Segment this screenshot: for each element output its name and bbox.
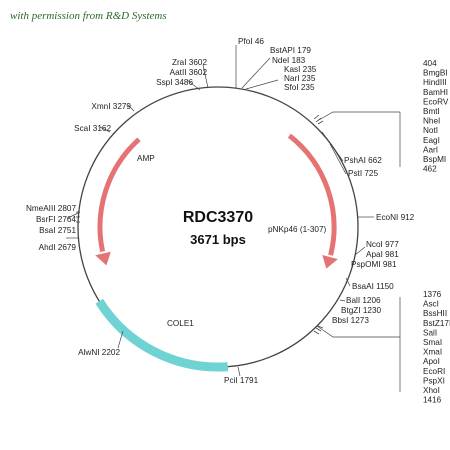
site-label-nmeaiii: NmeAIII 2807	[26, 204, 77, 213]
insert-arrowhead	[322, 255, 338, 269]
site-label-bsaai: BsaAI 1150	[352, 282, 394, 291]
site-label-xmni: XmnI 3279	[91, 102, 131, 111]
site-label-ndei: NdeI 183	[272, 56, 306, 65]
mcs-bottom-item: EcoRI	[423, 367, 445, 376]
mcs-bottom-list: 1376AscIBssHIIBstZ17ISalISmaIXmaIApoIEco…	[423, 290, 450, 405]
mcs-bottom-item: 1376	[423, 290, 442, 299]
site-label-nari: NarI 235	[284, 74, 316, 83]
mcs-top-item: HindIII	[423, 78, 447, 87]
cole1-label: COLE1	[167, 319, 194, 328]
site-label-btgzi: BtgZI 1230	[341, 306, 382, 315]
site-label-bali: BalI 1206	[346, 296, 381, 305]
site-label-pspomi: PspOMI 981	[351, 260, 397, 269]
site-label-bsrfi: BsrFI 2764	[36, 215, 76, 224]
site-label-pfoi: PfoI 46	[238, 37, 264, 46]
mcs-top-item: BspMI	[423, 155, 446, 164]
amp-label: AMP	[137, 154, 155, 163]
mcs-top-item: EcoRV	[423, 97, 449, 106]
mcs-bottom-item: XhoI	[423, 386, 440, 395]
mcs-top-item: 404	[423, 59, 437, 68]
mcs-bottom-item: AscI	[423, 300, 439, 309]
mcs-top-item: 462	[423, 165, 437, 174]
watermark-text: with permission from R&D Systems	[10, 10, 167, 22]
mcs-bottom-item: PspXI	[423, 376, 445, 385]
site-label-psti: PstI 725	[348, 169, 378, 178]
site-label-apai: ApaI 981	[366, 250, 399, 259]
site-label-sspi: SspI 3486	[156, 78, 193, 87]
site-label-kasi: KasI 235	[284, 65, 317, 74]
mcs-bottom-item: XmaI	[423, 348, 442, 357]
site-label-ncoi: NcoI 977	[366, 240, 399, 249]
site-label-bbsi: BbsI 1273	[332, 316, 369, 325]
mcs-bottom-item: SmaI	[423, 338, 442, 347]
site-label-sfoi: SfoI 235	[284, 83, 315, 92]
site-label-ahdi: AhdI 2679	[39, 243, 77, 252]
plasmid-size: 3671 bps	[190, 232, 246, 247]
insert-arrow	[287, 133, 337, 256]
mcs-top-item: NheI	[423, 117, 440, 126]
mcs-bottom-item: BstZ17I	[423, 319, 450, 328]
mcs-bottom-item: 1416	[423, 396, 442, 405]
site-label-alwni: AlwNI 2202	[78, 348, 120, 357]
site-label-econi: EcoNI 912	[376, 213, 415, 222]
mcs-top-item: BmgBI	[423, 69, 448, 78]
amp-arrow	[97, 137, 141, 253]
site-label-pcii: PciI 1791	[224, 376, 259, 385]
site-label-pshai: PshAI 662	[344, 156, 382, 165]
mcs-top-item: AarI	[423, 145, 438, 154]
mcs-bottom-item: BssHII	[423, 309, 447, 318]
insert-label: pNKp46 (1-307)	[268, 225, 327, 234]
site-label-zrai: ZraI 3602	[172, 58, 207, 67]
mcs-top-list: 404BmgBIHindIIIBamHIEcoRVBmtINheINotIEag…	[423, 59, 449, 174]
mcs-top-item: NotI	[423, 126, 438, 135]
cole1-feature	[95, 298, 229, 372]
mcs-top-item: BmtI	[423, 107, 440, 116]
mcs-top-item: BamHI	[423, 88, 448, 97]
mcs-bottom-item: ApoI	[423, 357, 440, 366]
site-label-aatii: AatII 3602	[170, 68, 208, 77]
mcs-top-item: EagI	[423, 136, 440, 145]
site-label-bstapi: BstAPI 179	[270, 46, 311, 55]
site-leader-lines	[66, 45, 401, 392]
mcs-bottom-item: SalI	[423, 328, 437, 337]
site-label-bsai: BsaI 2751	[39, 226, 76, 235]
plasmid-name: RDC3370	[183, 209, 253, 226]
site-tick-marks	[76, 114, 324, 335]
amp-arrowhead	[95, 251, 111, 266]
site-label-scai: ScaI 3162	[74, 124, 111, 133]
